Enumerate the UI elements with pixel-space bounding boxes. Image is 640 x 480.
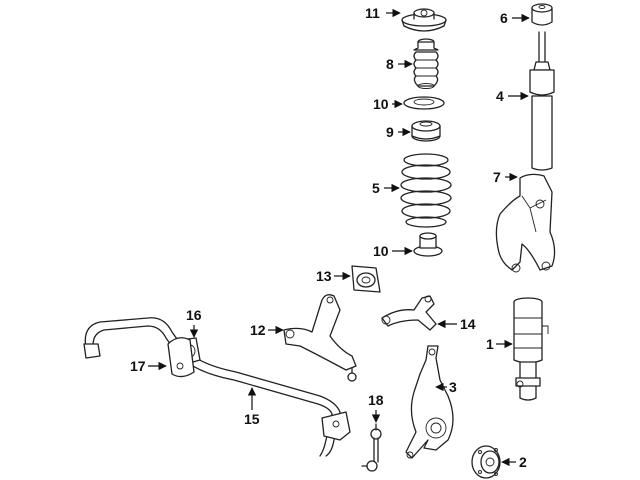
callout-number-11: 11 [365,5,380,21]
stabilizer-link-part[interactable] [361,423,382,472]
callout-number-14: 14 [460,316,476,332]
callout-number-16: 16 [186,307,202,323]
callout-number-13: 13 [316,268,332,284]
air-strut-part[interactable] [513,297,549,401]
wheel-hub-part[interactable] [471,445,501,479]
callout-number-18: 18 [368,392,384,408]
callout-number-7: 7 [493,169,501,185]
callout-number-6: 6 [500,10,508,26]
callout-number-1: 1 [486,336,494,352]
lower-control-arm-part[interactable] [283,294,357,382]
callout-number-8: 8 [386,56,394,72]
stabilizer-bracket-part[interactable] [167,337,195,378]
strut-shock-part[interactable] [529,31,555,171]
spring-insulator-part[interactable] [411,120,441,142]
callout-number-3: 3 [449,379,457,395]
strut-mount-part[interactable] [401,8,447,32]
callout-number-15: 15 [244,411,260,427]
knuckle-bracket-part[interactable] [495,173,556,273]
dust-boot-part[interactable] [413,38,439,89]
callout-number-4: 4 [496,88,504,104]
callout-number-17: 17 [130,358,146,374]
callout-number-9: 9 [386,124,394,140]
callout-number-10-lower: 10 [373,243,389,259]
callout-number-12: 12 [250,322,266,338]
callout-number-10-upper: 10 [373,96,389,112]
control-arm-bushing-part[interactable] [351,265,381,293]
stabilizer-bar-part[interactable] [83,317,351,457]
spring-seat-upper-part[interactable] [403,96,445,110]
steering-knuckle-part[interactable] [405,345,454,459]
upper-control-arm-part[interactable] [381,295,437,331]
callout-number-2: 2 [519,454,527,470]
strut-cap-part[interactable] [531,3,553,26]
callout-number-5: 5 [372,180,380,196]
spring-seat-lower-part[interactable] [413,232,443,257]
coil-spring-part[interactable] [400,153,452,228]
